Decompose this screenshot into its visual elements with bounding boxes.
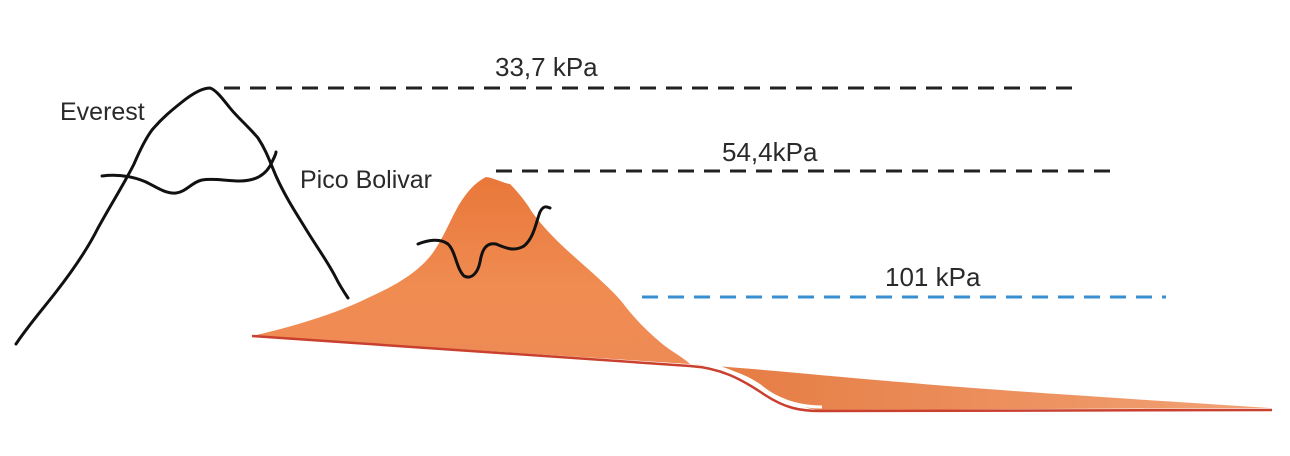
pico-bolivar-mountain xyxy=(252,177,690,364)
pico-bolivar-label: Pico Bolivar xyxy=(300,166,432,194)
everest-label: Everest xyxy=(60,98,145,126)
ground-line xyxy=(251,334,1273,413)
everest-pressure-label: 33,7 kPa xyxy=(495,52,598,82)
everest-contour xyxy=(100,150,278,195)
sea-level-pressure-label: 101 kPa xyxy=(885,262,981,292)
ground-highlight xyxy=(689,360,823,409)
everest-outline xyxy=(14,86,350,346)
lowland-slope xyxy=(690,364,1270,410)
pico-bolivar-contour xyxy=(416,205,552,279)
pico-pressure-label: 54,4kPa xyxy=(722,137,818,167)
